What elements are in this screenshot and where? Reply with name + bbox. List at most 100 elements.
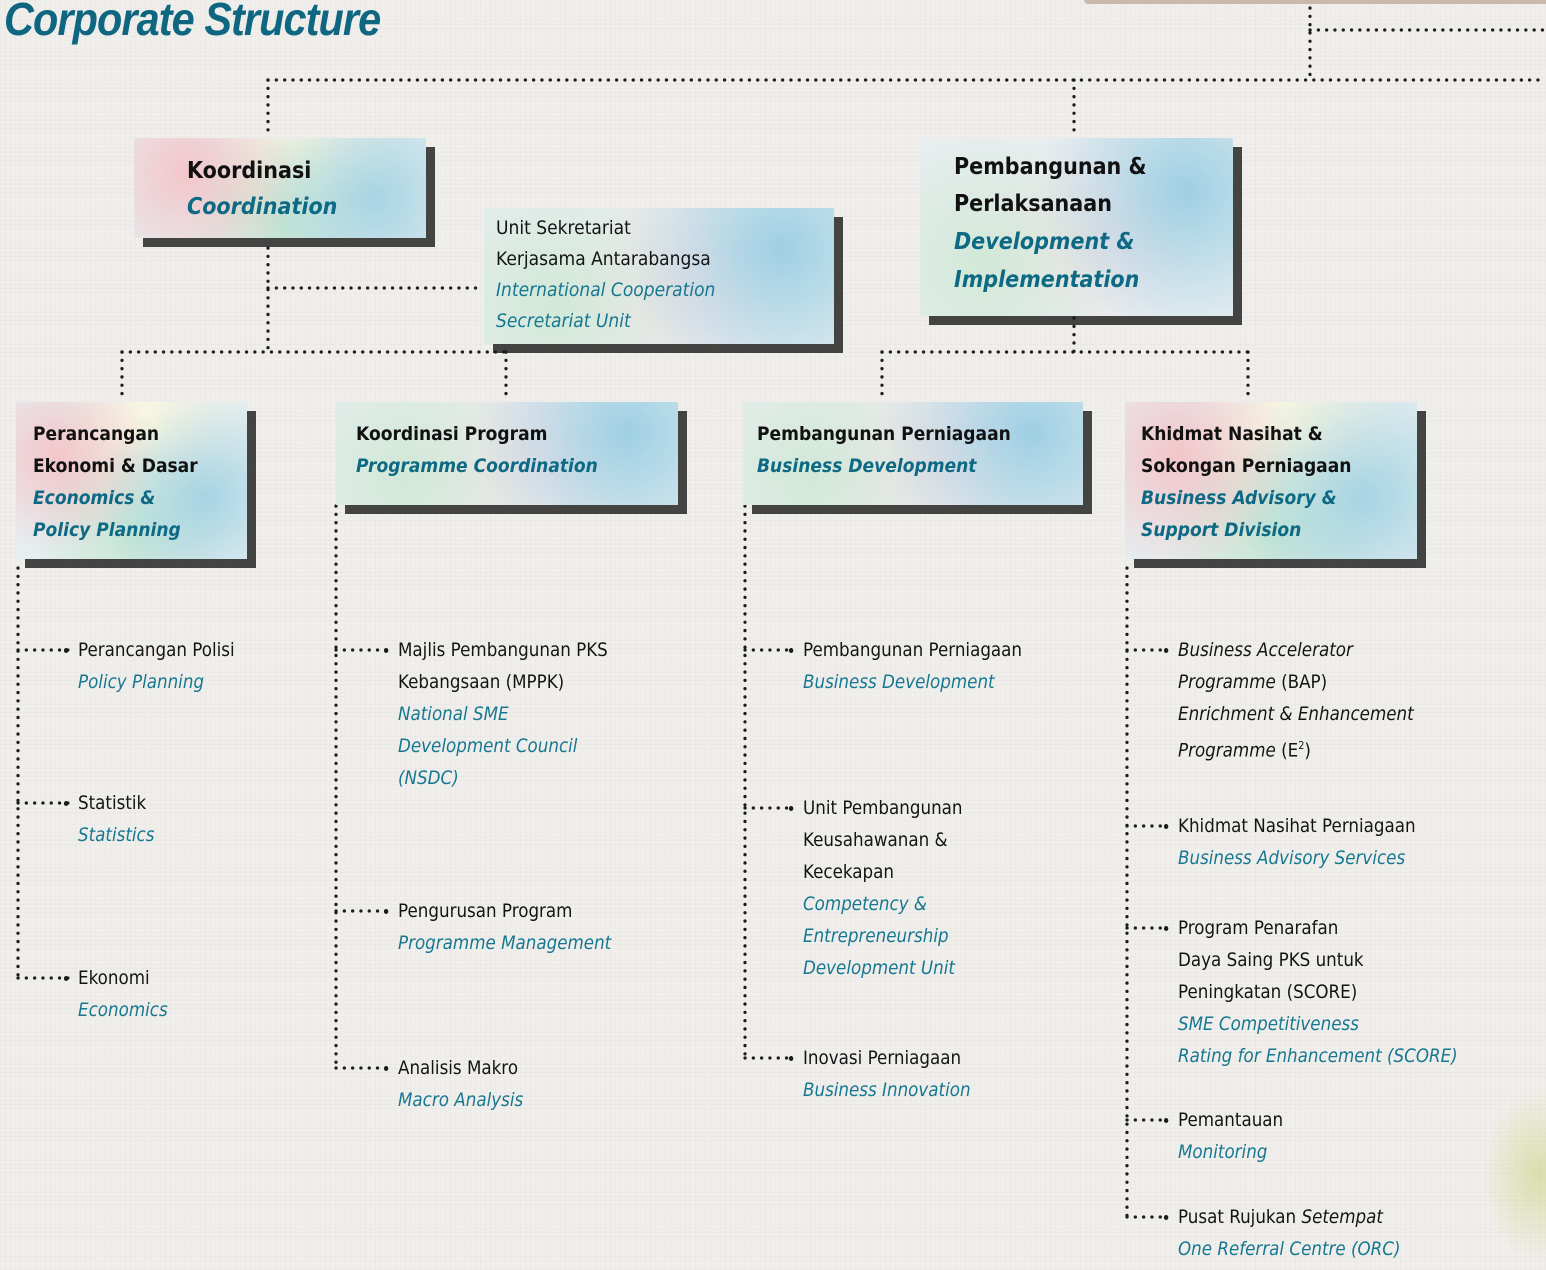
- division-malay-line: Perancangan: [33, 423, 160, 445]
- list-item: Pembangunan Perniagaan Business Developm…: [788, 634, 1023, 698]
- intl-english-1: International Cooperation: [496, 279, 716, 301]
- bullet-icon: [1163, 824, 1169, 829]
- item-english-line: Development Unit: [803, 957, 955, 979]
- item-malay-line: Kebangsaan (MPPK): [398, 671, 565, 693]
- division-box-business-development: Pembangunan Perniagaan Business Developm…: [743, 402, 1083, 505]
- pembangunan-english-1: Development &: [954, 229, 1135, 255]
- item-malay-line: Pemantauan: [1178, 1109, 1284, 1131]
- koordinasi-english: Coordination: [187, 194, 338, 220]
- item-english-line: Entrepreneurship: [803, 925, 949, 947]
- bullet-icon: [63, 976, 69, 981]
- bullet-icon: [788, 806, 794, 811]
- intl-english-2: Secretariat Unit: [496, 310, 631, 332]
- item-malay-line: Ekonomi: [78, 967, 150, 989]
- bullet-icon: [1163, 1118, 1169, 1123]
- pembangunan-malay-2: Perlaksanaan: [954, 191, 1112, 217]
- division-malay-line: Khidmat Nasihat &: [1141, 423, 1323, 445]
- list-item: Ekonomi Economics: [63, 962, 168, 1026]
- division-malay-line: Koordinasi Program: [356, 423, 548, 445]
- item-malay-line: Pembangunan Perniagaan: [803, 639, 1023, 661]
- item-line-end: ): [1304, 739, 1311, 762]
- bullet-icon: [788, 648, 794, 653]
- list-item: Khidmat Nasihat Perniagaan Business Advi…: [1163, 810, 1416, 874]
- division-english-line: Support Division: [1141, 519, 1302, 541]
- intl-malay-2: Kerjasama Antarabangsa: [496, 248, 711, 270]
- item-line: Enrichment & Enhancement: [1178, 703, 1414, 725]
- division-box-economics-policy: Perancangan Ekonomi & Dasar Economics & …: [16, 402, 247, 559]
- item-malay-line: Pengurusan Program: [398, 900, 573, 922]
- division-box-business-advisory: Khidmat Nasihat & Sokongan Perniagaan Bu…: [1125, 402, 1417, 559]
- page-title: Corporate Structure: [4, 0, 381, 45]
- item-malay-line: Khidmat Nasihat Perniagaan: [1178, 815, 1416, 837]
- division-english-line: Economics &: [33, 487, 156, 509]
- division-box-programme-coordination: Koordinasi Program Programme Coordinatio…: [336, 402, 678, 505]
- item-malay-italic: Setempat: [1301, 1206, 1383, 1228]
- list-item-bap: Business Accelerator Programme (BAP) Enr…: [1163, 634, 1414, 766]
- bullet-icon: [1163, 926, 1169, 931]
- list-item-orc: Pusat Rujukan Setempat One Referral Cent…: [1163, 1201, 1401, 1265]
- item-english-line: Business Development: [803, 671, 995, 693]
- item-malay-line: Perancangan Polisi: [78, 639, 235, 661]
- pembangunan-english-2: Implementation: [954, 267, 1140, 293]
- item-english-line: Business Advisory Services: [1178, 847, 1406, 869]
- item-malay-line: Daya Saing PKS untuk: [1178, 949, 1364, 971]
- list-item: Pengurusan Program Programme Management: [383, 895, 612, 959]
- item-malay-line: Peningkatan (SCORE): [1178, 981, 1358, 1003]
- list-item: Unit Pembangunan Keusahawanan & Kecekapa…: [788, 792, 963, 984]
- intl-malay-1: Unit Sekretariat: [496, 217, 631, 239]
- item-english-line: Rating for Enhancement (SCORE): [1178, 1045, 1458, 1067]
- item-english-line: Policy Planning: [78, 671, 205, 693]
- item-malay-line: Program Penarafan: [1178, 917, 1339, 939]
- bullet-icon: [383, 1066, 389, 1071]
- superscript: 2: [1298, 739, 1305, 752]
- decorative-paint-splash: [1476, 1080, 1546, 1270]
- item-malay-line: Kecekapan: [803, 861, 894, 883]
- item-line-rest: (E: [1275, 739, 1299, 762]
- bullet-icon: [63, 648, 69, 653]
- pembangunan-malay-1: Pembangunan &: [954, 154, 1147, 180]
- bullet-icon: [788, 1056, 794, 1061]
- item-malay-line: Keusahawanan &: [803, 829, 948, 851]
- item-english-line: National SME: [398, 703, 509, 725]
- item-english-line: Statistics: [78, 824, 155, 846]
- item-english-line: Macro Analysis: [398, 1089, 524, 1111]
- division-english-line: Business Development: [757, 455, 977, 477]
- item-english-line: Business Innovation: [803, 1079, 971, 1101]
- pembangunan-box: Pembangunan & Perlaksanaan Development &…: [920, 138, 1233, 316]
- item-malay-line: Analisis Makro: [398, 1057, 519, 1079]
- item-english-line: Competency &: [803, 893, 927, 915]
- item-line-italic: Programme: [1178, 671, 1276, 693]
- bullet-icon: [1163, 648, 1169, 653]
- bullet-icon: [1163, 1215, 1169, 1220]
- item-english-line: Programme Management: [398, 932, 612, 954]
- division-malay-line: Sokongan Perniagaan: [1141, 455, 1352, 477]
- item-malay-line: Majlis Pembangunan PKS: [398, 639, 608, 661]
- list-item: Majlis Pembangunan PKS Kebangsaan (MPPK)…: [383, 634, 608, 794]
- item-malay-line: Pusat Rujukan: [1178, 1206, 1302, 1228]
- division-malay-line: Ekonomi & Dasar: [33, 455, 198, 477]
- item-english-line: One Referral Centre (ORC): [1178, 1238, 1401, 1260]
- item-english-line: Development Council: [398, 735, 578, 757]
- list-item: Statistik Statistics: [63, 787, 155, 851]
- item-line-rest: (BAP): [1275, 671, 1328, 693]
- division-english-line: Programme Coordination: [356, 455, 598, 477]
- item-english-line: Monitoring: [1178, 1141, 1268, 1163]
- list-item: Program Penarafan Daya Saing PKS untuk P…: [1163, 912, 1458, 1072]
- list-item: Inovasi Perniagaan Business Innovation: [788, 1042, 971, 1106]
- division-malay-line: Pembangunan Perniagaan: [757, 423, 1011, 445]
- item-malay-line: Inovasi Perniagaan: [803, 1047, 962, 1069]
- list-item: Analisis Makro Macro Analysis: [383, 1052, 524, 1116]
- item-malay-line: Unit Pembangunan: [803, 797, 963, 819]
- item-english-line: SME Competitiveness: [1178, 1013, 1359, 1035]
- koordinasi-malay: Koordinasi: [187, 158, 312, 184]
- bullet-icon: [383, 909, 389, 914]
- list-item: Pemantauan Monitoring: [1163, 1104, 1284, 1168]
- item-english-line: Economics: [78, 999, 168, 1021]
- item-malay-line: Statistik: [78, 792, 147, 814]
- koordinasi-box: Koordinasi Coordination: [134, 138, 426, 238]
- division-english-line: Policy Planning: [33, 519, 181, 541]
- item-line-italic: Programme: [1178, 739, 1276, 762]
- bullet-icon: [383, 648, 389, 653]
- list-item: Perancangan Polisi Policy Planning: [63, 634, 235, 698]
